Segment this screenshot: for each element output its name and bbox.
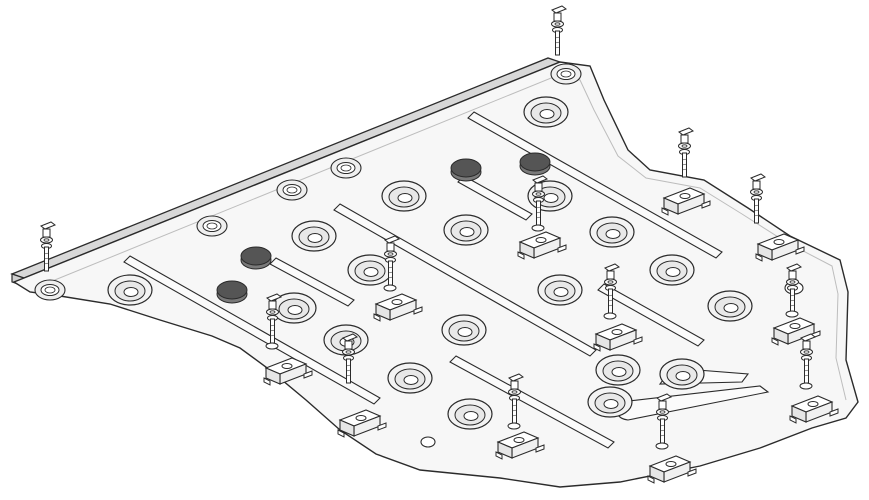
drain-hole: [420, 436, 436, 448]
slot: [467, 111, 723, 259]
rim-hole: [550, 63, 582, 85]
embossed-hole: [523, 96, 569, 128]
embossed-hole: [447, 398, 493, 430]
rim-hole: [34, 279, 66, 301]
slots: [123, 111, 770, 449]
rim-hole: [330, 157, 362, 179]
rubber-plug: [519, 152, 551, 176]
embossed-hole: [707, 290, 753, 322]
slot: [269, 257, 355, 307]
rubber-plug: [216, 280, 248, 304]
embossed-hole: [107, 274, 153, 306]
plate-outline: [12, 61, 859, 488]
embossed-hole: [659, 358, 705, 390]
skid-plate: [10, 57, 859, 488]
rubber-plug: [240, 246, 272, 270]
embossed-hole: [587, 386, 633, 418]
embossed-hole: [441, 314, 487, 346]
embossed-hole: [537, 274, 583, 306]
rubber-plugs: [216, 152, 551, 304]
rubber-plug: [450, 158, 482, 182]
rim-hole: [196, 215, 228, 237]
bolt: [678, 127, 694, 178]
bolt: [551, 5, 567, 56]
embossed-hole: [387, 362, 433, 394]
embossed-hole: [595, 354, 641, 386]
slot: [449, 355, 615, 449]
embossed-hole: [589, 216, 635, 248]
slot: [597, 283, 705, 347]
slot: [333, 203, 597, 357]
embossed-hole: [291, 220, 337, 252]
slot: [123, 255, 381, 405]
rim-hole: [276, 179, 308, 201]
plate-washers: [265, 224, 813, 450]
embossed-hole: [649, 254, 695, 286]
embossed-hole: [443, 214, 489, 246]
embossed-hole: [381, 180, 427, 212]
